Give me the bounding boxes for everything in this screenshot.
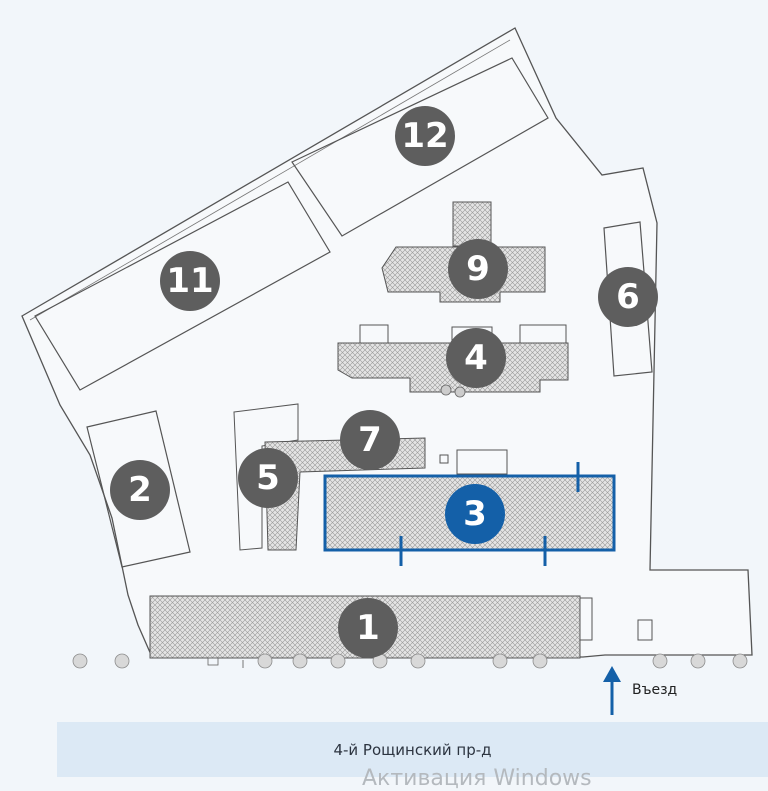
marker-2-label: 2 — [128, 470, 152, 510]
marker-1[interactable]: 1 — [338, 598, 398, 658]
building-11-outline — [34, 181, 331, 391]
marker-4[interactable]: 4 — [446, 328, 506, 388]
entry-label: Въезд — [632, 682, 678, 698]
building-5-7-shapes — [233, 403, 508, 551]
marker-12[interactable]: 12 — [395, 106, 455, 166]
marker-5[interactable]: 5 — [238, 448, 298, 508]
marker-9-label: 9 — [466, 249, 490, 289]
marker-5-label: 5 — [256, 458, 280, 498]
tree-row — [72, 653, 748, 669]
marker-6-label: 6 — [616, 277, 640, 317]
building-12-outline — [291, 57, 549, 237]
marker-11[interactable]: 11 — [160, 251, 220, 311]
marker-7[interactable]: 7 — [340, 410, 400, 470]
marker-9[interactable]: 9 — [448, 239, 508, 299]
building-6-outline — [603, 221, 653, 377]
marker-2[interactable]: 2 — [110, 460, 170, 520]
marker-6[interactable]: 6 — [598, 267, 658, 327]
marker-7-label: 7 — [358, 420, 382, 460]
building-1-shape — [149, 595, 653, 659]
marker-1-label: 1 — [356, 608, 380, 648]
marker-3-label: 3 — [463, 494, 487, 534]
street-band: 4-й Рощинский пр-д — [57, 722, 768, 777]
entry-arrow-icon — [603, 666, 621, 715]
marker-3[interactable]: 3 — [445, 484, 505, 544]
windows-activation-watermark: Активация Windows — [362, 766, 592, 791]
marker-12-label: 12 — [401, 116, 448, 156]
street-label: 4-й Рощинский пр-д — [333, 740, 492, 759]
building-2-outline — [86, 410, 191, 568]
marker-4-label: 4 — [464, 338, 488, 378]
marker-11-label: 11 — [166, 261, 213, 301]
